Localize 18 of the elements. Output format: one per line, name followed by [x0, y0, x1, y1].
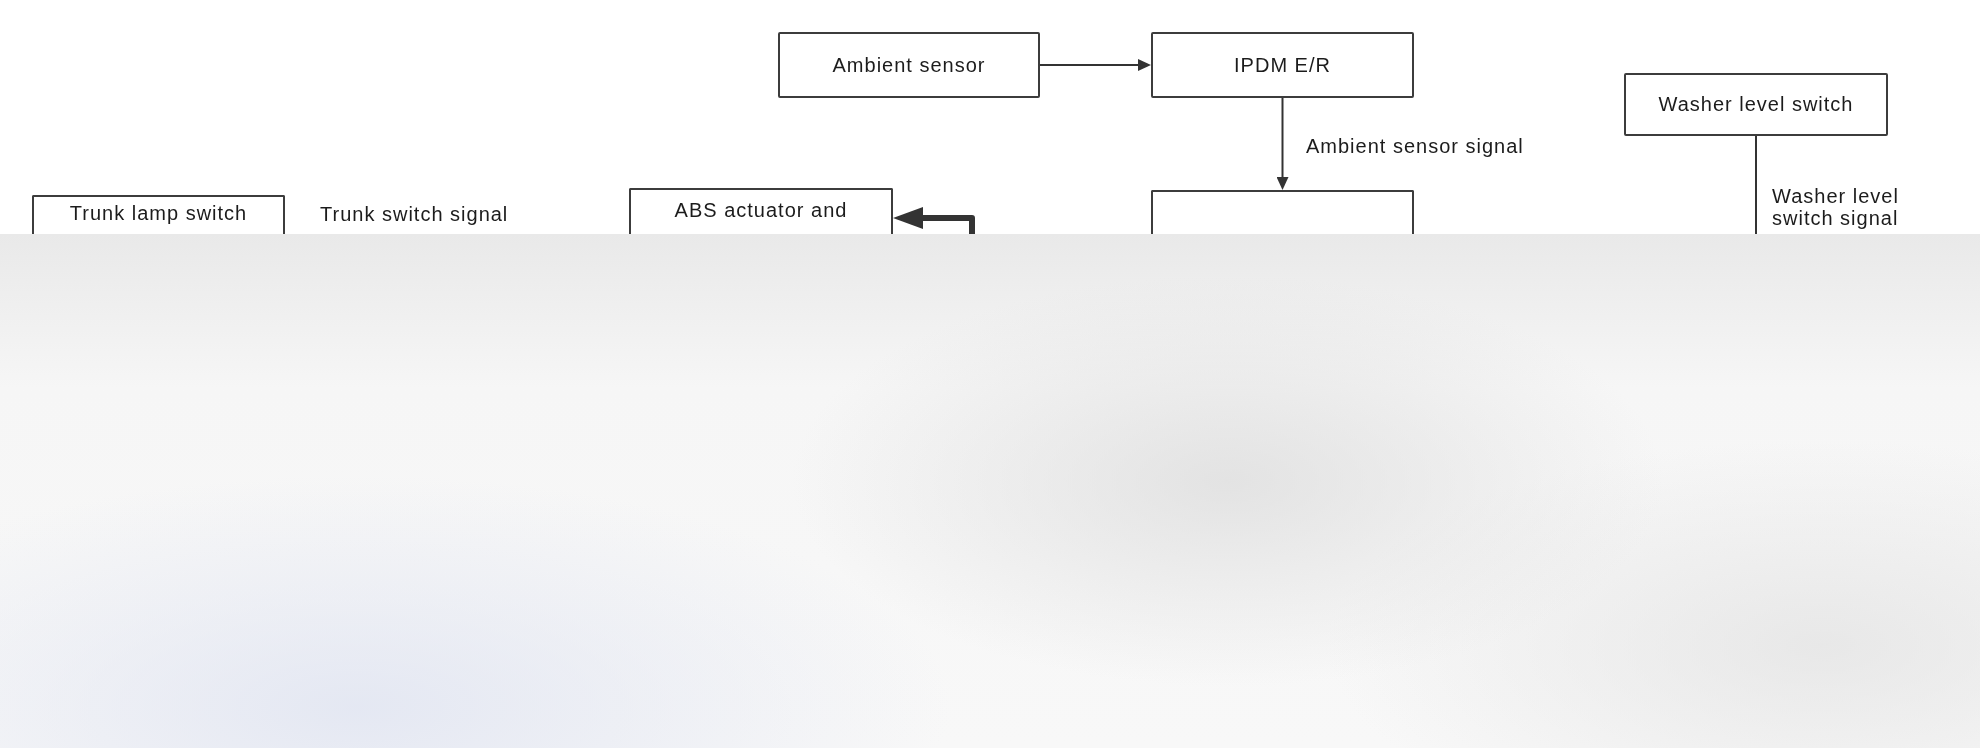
- edge-label: Washer level switch signal: [1772, 185, 1900, 229]
- component-label: IPDM E/R: [1234, 53, 1331, 77]
- component-box: [629, 188, 893, 234]
- arrow: [1276, 97, 1289, 190]
- component-box: [1151, 190, 1414, 234]
- component-box: [1151, 32, 1414, 98]
- arrow: [1039, 59, 1151, 71]
- signal-label: Trunk switch signal: [320, 203, 509, 225]
- component-label: Washer level switch: [1658, 93, 1854, 116]
- connector-line: [1755, 135, 1757, 235]
- component-label: ABS actuator and: [674, 199, 848, 222]
- edge-label: Ambient sensor signal: [1306, 135, 1524, 157]
- component-label: Trunk lamp switch: [69, 202, 248, 225]
- component-box: [32, 195, 285, 234]
- component-box: [778, 32, 1040, 98]
- component-box: [1624, 73, 1888, 136]
- arrow: [893, 207, 975, 234]
- component-label: Ambient sensor: [832, 53, 986, 77]
